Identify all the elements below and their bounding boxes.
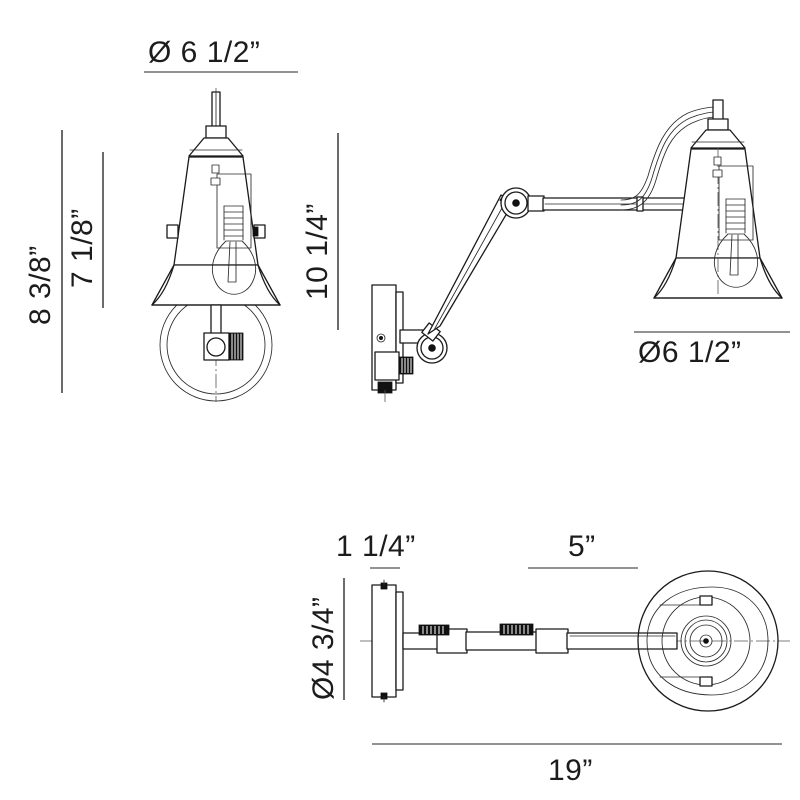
dimension-arm-segment: 5” xyxy=(528,530,638,569)
plan-coupling-1-knurl xyxy=(418,624,450,636)
dimension-label-plate-diameter: Ø4 3/4” xyxy=(307,596,340,700)
upper-arm-collar xyxy=(636,196,644,212)
dimension-label-shade-height: 7 1/8” xyxy=(66,208,99,288)
socket-tab-upper xyxy=(211,164,220,174)
plan-shade-body xyxy=(646,586,769,696)
lower-arm-centerline xyxy=(433,198,508,331)
side-shade-bell-curve xyxy=(653,257,783,299)
side-socket-tab-lower xyxy=(712,169,723,178)
power-cable xyxy=(620,106,717,211)
front-view xyxy=(151,88,281,402)
plan-coupling-1-ridges xyxy=(422,626,444,634)
plan-arm-tube-1 xyxy=(402,632,439,650)
lower-pivot-hub xyxy=(428,344,436,352)
plan-socket-center xyxy=(703,638,709,644)
dimension-label-shade-diameter-side: Ø6 1/2” xyxy=(638,336,742,369)
side-socket-tab-upper xyxy=(713,156,722,166)
plan-arm-tube-3 xyxy=(566,632,678,650)
upper-arm-stub xyxy=(527,195,545,212)
socket-housing xyxy=(216,173,252,249)
wall-plate-switch-box xyxy=(374,351,400,381)
plan-shade-tab-bottom xyxy=(699,676,713,687)
side-view xyxy=(371,99,783,402)
dimension-overall-projection: 19” xyxy=(372,743,782,787)
side-bulb-glass xyxy=(714,233,758,288)
dimension-label-overall-height: 8 3/8” xyxy=(24,245,57,325)
bulb-thread xyxy=(223,205,244,241)
dimension-side-height: 10 1/4” xyxy=(301,133,339,330)
dimension-shade-diameter-front: Ø 6 1/2” xyxy=(144,36,298,73)
dimension-overall-height: 8 3/8” xyxy=(24,130,63,393)
plan-wall-plate-face xyxy=(395,591,404,691)
plan-socket-ring-inner xyxy=(689,624,723,658)
dimension-label-side-height: 10 1/4” xyxy=(301,203,334,300)
dimension-label-arm-segment: 5” xyxy=(568,530,596,563)
wall-plate-screw-inner xyxy=(378,335,383,340)
plan-coupling-2 xyxy=(535,628,569,654)
dimension-label-plate-depth: 1 1/4” xyxy=(336,530,416,563)
wall-plate-dial-ridges xyxy=(401,358,412,373)
stem-collar xyxy=(205,125,227,139)
plan-wall-plate-body xyxy=(371,584,397,698)
plan-socket-ring-outer xyxy=(680,615,732,667)
dimension-label-shade-diameter-front: Ø 6 1/2” xyxy=(148,36,260,69)
lower-joint-knob-ridges xyxy=(231,333,242,360)
dimension-shade-height: 7 1/8” xyxy=(66,152,104,308)
lower-shaft xyxy=(210,304,222,336)
side-socket-cap xyxy=(690,129,746,149)
side-shade-collar xyxy=(707,118,729,131)
plan-socket-ring-mid xyxy=(684,619,728,663)
elbow-pivot-ring xyxy=(504,191,528,215)
dimension-shade-diameter-side: Ø6 1/2” xyxy=(634,331,790,369)
shade-knob-left xyxy=(166,224,179,239)
plan-shade-tab-top xyxy=(699,595,713,606)
plan-socket-hub xyxy=(699,634,713,648)
side-socket-housing xyxy=(718,165,754,241)
elbow-pivot-hub xyxy=(512,199,520,207)
wall-plate-screw-outer xyxy=(376,333,386,343)
plan-coupling-2-ridges xyxy=(503,625,529,634)
dimension-plate-diameter: Ø4 3/4” xyxy=(307,578,345,700)
bulb-filament-stem xyxy=(227,241,237,283)
bulb-glass xyxy=(212,240,256,295)
side-bulb-filament-stem xyxy=(729,234,739,276)
lower-joint-pivot xyxy=(206,337,226,357)
side-bulb-thread xyxy=(725,198,746,234)
dimension-plate-depth: 1 1/4” xyxy=(336,530,416,569)
shade-lower-bell xyxy=(151,264,281,306)
plan-view xyxy=(360,570,790,712)
socket-tab-lower xyxy=(210,177,221,186)
dimension-label-overall-projection: 19” xyxy=(548,754,593,787)
shade-bell-curve xyxy=(151,264,281,306)
shade-knob-right-shadow xyxy=(252,226,259,237)
socket-cap xyxy=(188,137,244,157)
plan-shade-outer xyxy=(637,570,779,712)
